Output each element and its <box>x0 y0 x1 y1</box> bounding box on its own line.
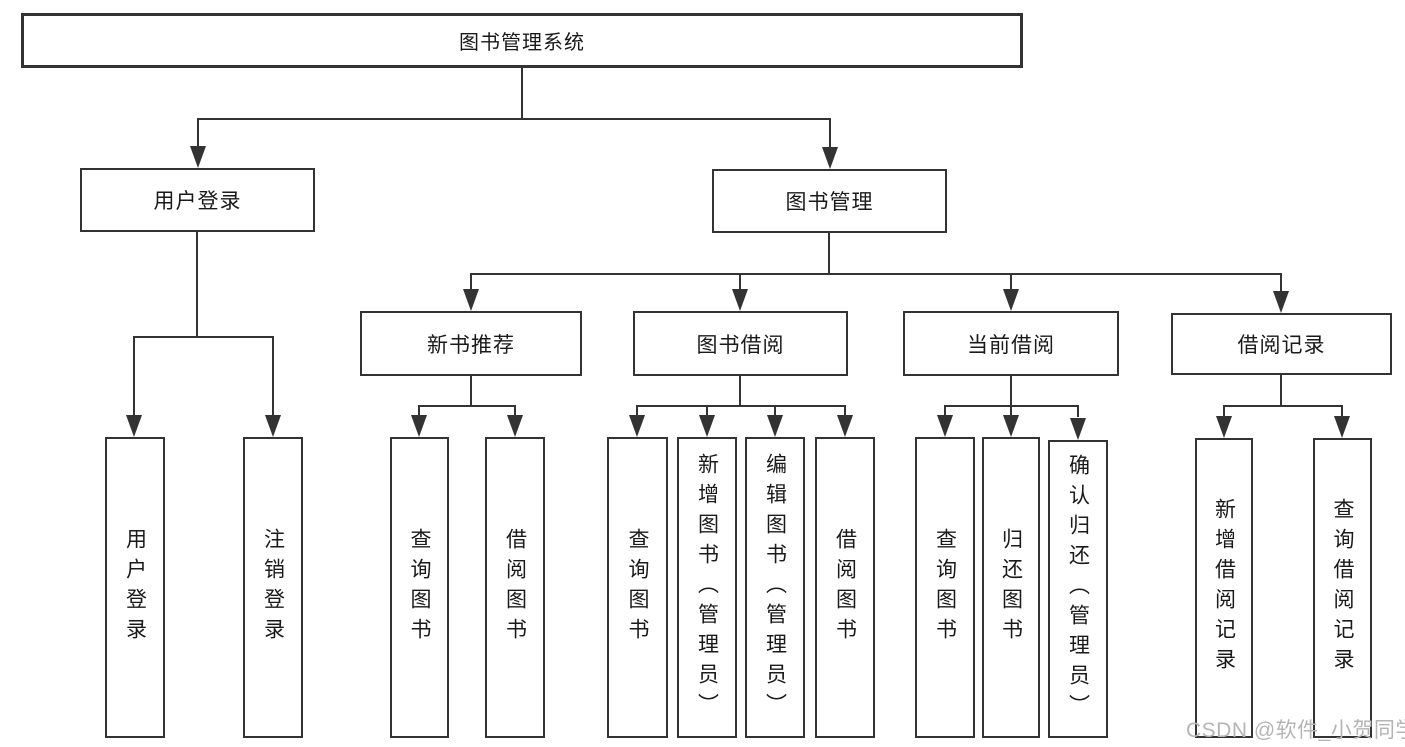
connector-userlogin-stem-2 <box>272 336 274 417</box>
connector-current-stem-1 <box>944 405 946 417</box>
node-new-book-recommend: 新书推荐 <box>360 311 582 376</box>
connector-record-vline <box>1280 375 1282 405</box>
arrow-down-icon <box>1003 289 1019 311</box>
leaf-borrow-add-book-admin: 新增图书（管理员） <box>677 437 737 738</box>
connector-bookmgmt-hline <box>470 273 1282 275</box>
leaf-user-login: 用户登录 <box>105 437 165 738</box>
connector-record-stem-2 <box>1341 405 1343 417</box>
connector-record-stem-1 <box>1223 405 1225 417</box>
node-library-management-system: 图书管理系统 <box>21 13 1023 68</box>
arrow-down-icon <box>265 415 281 437</box>
connector-borrow-hline <box>636 405 846 407</box>
node-label: 借阅图书 <box>503 527 527 648</box>
node-book-borrow: 图书借阅 <box>633 311 848 376</box>
connector-borrow-stem-1 <box>636 405 638 417</box>
leaf-current-return-book: 归还图书 <box>982 437 1040 738</box>
node-label: 归还图书 <box>999 527 1023 648</box>
arrow-down-icon <box>126 415 142 437</box>
connector-current-vline <box>1010 376 1012 405</box>
arrow-down-icon <box>732 289 748 311</box>
arrow-down-icon <box>1070 418 1086 440</box>
connector-current-stem-3 <box>1077 405 1079 417</box>
arrow-down-icon <box>1334 416 1350 438</box>
node-label: 借阅记录 <box>1237 334 1326 357</box>
connector-root-vline <box>521 68 523 118</box>
node-label: 注销登录 <box>261 527 285 648</box>
node-label: 用户登录 <box>153 190 242 213</box>
arrow-down-icon <box>507 415 523 437</box>
leaf-borrow-borrow-book: 借阅图书 <box>815 437 875 738</box>
leaf-current-confirm-return-admin: 确认归还（管理员） <box>1048 440 1108 738</box>
leaf-current-query-book: 查询图书 <box>915 437 975 738</box>
node-label: 新增图书（管理员） <box>695 452 719 723</box>
connector-recommend-hline <box>418 405 516 407</box>
node-label: 借阅图书 <box>833 527 857 648</box>
node-label: 确认归还（管理员） <box>1066 454 1090 724</box>
arrow-down-icon <box>699 415 715 437</box>
arrow-down-icon <box>1216 416 1232 438</box>
node-label: 编辑图书（管理员） <box>763 452 787 723</box>
node-label: 查询图书 <box>933 527 957 648</box>
arrow-down-icon <box>463 289 479 311</box>
arrow-down-icon <box>1273 291 1289 313</box>
arrow-down-icon <box>822 147 838 169</box>
connector-userlogin-stem-1 <box>133 336 135 417</box>
arrow-down-icon <box>411 415 427 437</box>
connector-borrow-vline <box>739 376 741 405</box>
node-borrow-record: 借阅记录 <box>1171 313 1392 375</box>
connector-bookmgmt-stem-4 <box>1280 273 1282 293</box>
leaf-logout-login: 注销登录 <box>243 437 303 738</box>
arrow-down-icon <box>937 415 953 437</box>
connector-borrow-stem-2 <box>706 405 708 417</box>
node-label: 新增借阅记录 <box>1212 498 1236 678</box>
connector-userlogin-hline <box>133 336 274 338</box>
connector-borrow-stem-3 <box>774 405 776 417</box>
arrow-down-icon <box>190 146 206 168</box>
node-label: 查询图书 <box>626 527 649 648</box>
leaf-recommend-query-book: 查询图书 <box>390 437 449 738</box>
node-label: 当前借阅 <box>967 333 1055 357</box>
node-label: 用户登录 <box>123 527 147 648</box>
connector-root-hline <box>197 118 831 120</box>
node-label: 查询图书 <box>408 527 431 648</box>
csdn-watermark: CSDN @软件_小贺同学 <box>1186 719 1405 742</box>
node-label: 图书管理系统 <box>459 32 585 54</box>
connector-bookmgmt-vline <box>828 233 830 273</box>
node-current-borrow: 当前借阅 <box>903 311 1119 376</box>
leaf-borrow-query-book: 查询图书 <box>607 437 668 738</box>
connector-record-hline <box>1223 405 1343 407</box>
leaf-borrow-edit-book-admin: 编辑图书（管理员） <box>745 437 805 738</box>
arrow-down-icon <box>629 415 645 437</box>
node-label: 图书借阅 <box>696 333 785 357</box>
leaf-record-query-record: 查询借阅记录 <box>1313 438 1372 738</box>
connector-recommend-stem-1 <box>418 405 420 417</box>
arrow-down-icon <box>837 415 853 437</box>
connector-userlogin-vline <box>196 232 198 336</box>
node-label: 查询借阅记录 <box>1331 498 1354 678</box>
arrow-down-icon <box>767 415 783 437</box>
node-user-login: 用户登录 <box>80 168 315 232</box>
connector-root-stem-right <box>829 118 831 151</box>
node-book-management: 图书管理 <box>712 169 947 233</box>
leaf-record-add-record: 新增借阅记录 <box>1195 438 1253 738</box>
leaf-recommend-borrow-book: 借阅图书 <box>485 437 545 738</box>
connector-borrow-stem-4 <box>844 405 846 417</box>
connector-recommend-stem-2 <box>514 405 516 417</box>
node-label: 图书管理 <box>785 191 874 214</box>
arrow-down-icon <box>1003 415 1019 437</box>
connector-root-stem-left <box>197 118 199 150</box>
connector-bookmgmt-stem-1 <box>470 273 472 293</box>
connector-bookmgmt-stem-3 <box>1010 273 1012 293</box>
connector-bookmgmt-stem-2 <box>739 273 741 293</box>
connector-current-stem-2 <box>1010 405 1012 417</box>
connector-recommend-vline <box>470 376 472 405</box>
node-label: 新书推荐 <box>427 333 515 357</box>
